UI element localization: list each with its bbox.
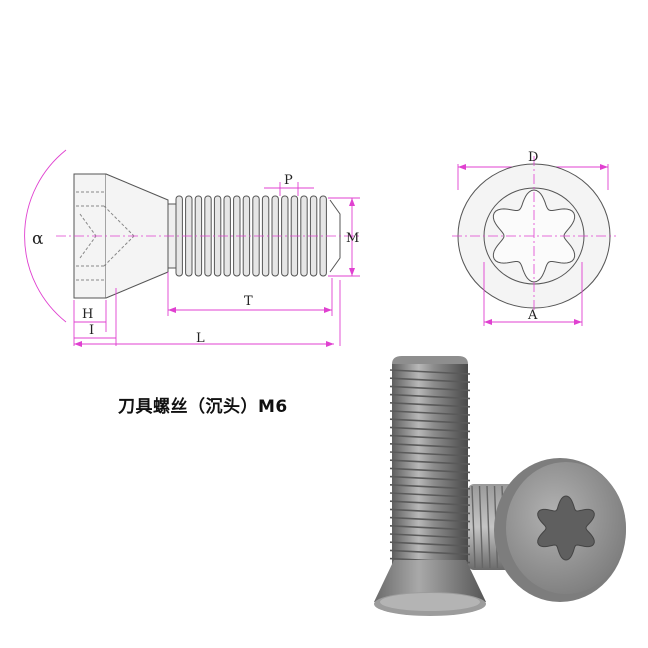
thread-ridge (389, 541, 471, 547)
screw-render-standing (374, 356, 486, 616)
thread-ridge (389, 426, 471, 433)
thread-ridge (389, 549, 471, 556)
thread-ridge (389, 516, 471, 523)
thread-ridge (389, 459, 471, 465)
thread-ridge (486, 485, 491, 569)
label-t: T (244, 294, 253, 309)
thread-ridge (471, 485, 476, 569)
thread-ridge (389, 418, 471, 424)
label-a: A (527, 308, 538, 323)
thread-tooth (319, 195, 327, 277)
thread-tooth (281, 195, 289, 277)
thread-ridge (389, 492, 471, 498)
thread-ridge (389, 467, 471, 474)
thread-ridge (389, 484, 471, 490)
label-alpha: α (32, 229, 44, 249)
dimension-arrows (74, 198, 355, 347)
thread-ridge (389, 402, 471, 408)
thread-ridge (389, 369, 471, 375)
label-d: D (528, 150, 538, 165)
top-view-drawing (452, 156, 616, 326)
thread-ridge (389, 377, 471, 383)
label-l: L (196, 331, 205, 346)
label-m: M (346, 231, 359, 246)
thread-ridge (389, 533, 471, 539)
label-p: P (284, 173, 293, 188)
label-h: H (82, 307, 93, 322)
thread-ridge (389, 451, 471, 457)
thread-ridge (389, 525, 471, 531)
torx-socket-render (537, 495, 595, 561)
thread-ridge (389, 443, 471, 449)
thread-tooth (175, 195, 183, 277)
thread-ridge (389, 500, 471, 506)
thread-ridge (389, 508, 471, 515)
thread-ridge (389, 475, 471, 482)
thread-ridge (389, 385, 471, 392)
thread-ridge (389, 393, 471, 400)
label-i: I (89, 323, 94, 338)
caption-title: 刀具螺丝（沉头）M6 (118, 397, 288, 417)
thread-ridge (389, 434, 471, 441)
thread-ridge (389, 410, 471, 416)
screw-render-lying (468, 458, 626, 602)
dimension-lines (24, 149, 360, 346)
thread-ridge (478, 485, 484, 569)
